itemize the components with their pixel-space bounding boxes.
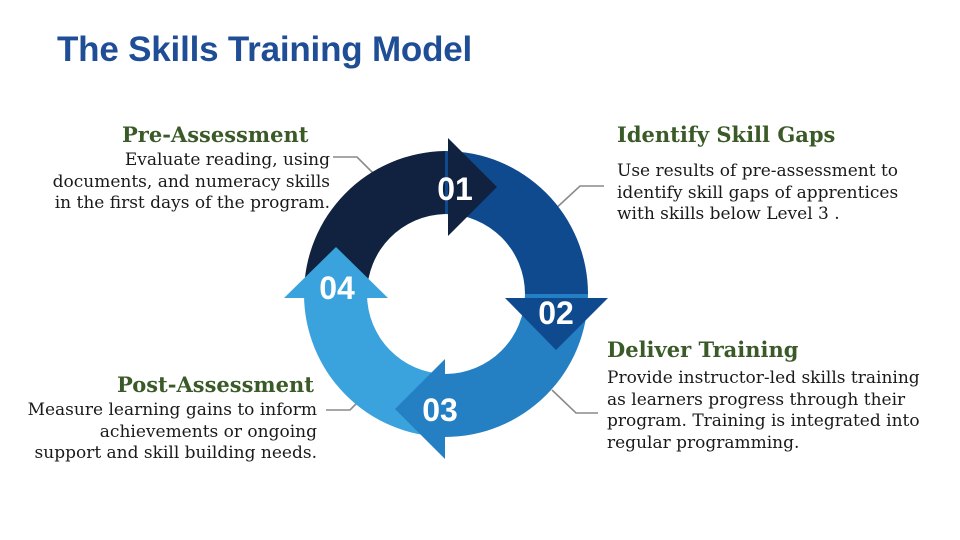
- arrowhead-04: [284, 247, 388, 298]
- step-number-02: 02: [538, 295, 574, 331]
- desc-line: in the first days of the program.: [54, 193, 330, 213]
- step-number-03: 03: [422, 392, 458, 428]
- desc-line: program. Training is integrated into: [607, 411, 920, 431]
- step-number-04: 04: [319, 270, 355, 306]
- desc-line: Evaluate reading, using: [124, 150, 330, 170]
- page-title: The Skills Training Model: [57, 30, 473, 69]
- desc-line: identify skill gaps of apprentices: [617, 182, 899, 203]
- step-heading-pre-assessment: Pre-Assessment: [122, 122, 309, 147]
- step-heading-identify-skill-gaps: Identify Skill Gaps: [617, 122, 836, 147]
- connector-line-identify-skill-gaps: [551, 185, 604, 213]
- arrowhead-01: [448, 138, 497, 236]
- desc-line: with skills below Level 3 .: [617, 204, 840, 224]
- step-number-01: 01: [437, 171, 473, 207]
- desc-line: Measure learning gains to inform: [27, 400, 317, 420]
- desc-line: regular programming.: [607, 432, 800, 453]
- arrowhead-02: [505, 298, 608, 350]
- desc-line: support and skill building needs.: [34, 443, 317, 463]
- step-description-pre-assessment: Evaluate reading, using documents, and n…: [53, 150, 330, 215]
- desc-line: Provide instructor-led skills training: [607, 368, 920, 388]
- step-heading-deliver-training: Deliver Training: [607, 337, 799, 362]
- connector-line-deliver-training: [551, 389, 598, 414]
- desc-line: as learners progress through their: [607, 389, 906, 410]
- desc-line: documents, and numeracy skills: [52, 171, 330, 192]
- step-description-deliver-training: Provide instructor-led skills training a…: [607, 368, 920, 454]
- step-description-post-assessment: Measure learning gains to inform achieve…: [28, 400, 317, 465]
- desc-line: achievements or ongoing: [99, 421, 317, 442]
- step-description-identify-skill-gaps: Use results of pre-assessment to identif…: [617, 161, 898, 226]
- desc-line: Use results of pre-assessment to: [617, 161, 899, 181]
- arrowhead-03: [395, 359, 445, 459]
- connector-line-pre-assessment: [333, 156, 379, 179]
- step-heading-post-assessment: Post-Assessment: [117, 372, 314, 397]
